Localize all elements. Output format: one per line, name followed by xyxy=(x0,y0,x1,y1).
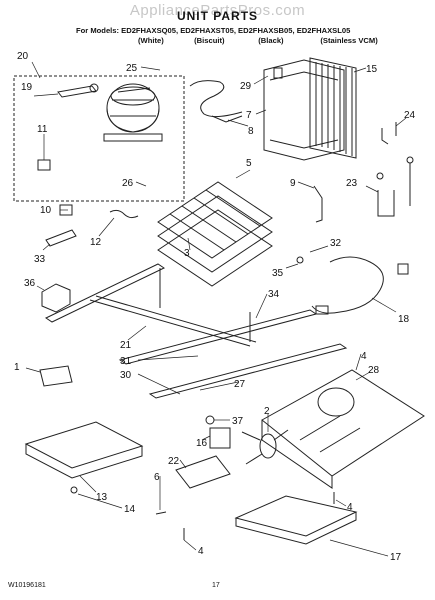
fan-blade-drawing xyxy=(241,429,289,465)
callout-4-bottom: 4 xyxy=(198,546,204,557)
wire-12-drawing xyxy=(109,209,139,219)
callout-26: 26 xyxy=(122,178,134,189)
callout-25: 25 xyxy=(126,63,138,74)
drain-tray-drawing xyxy=(234,495,358,545)
callout-17: 17 xyxy=(390,552,402,563)
callout-23: 23 xyxy=(346,178,358,189)
tube-drawing xyxy=(189,80,243,118)
drain-pan-drawing xyxy=(24,421,144,479)
callout-33: 33 xyxy=(34,254,46,265)
callout-4-upper: 4 xyxy=(361,351,367,362)
clip-drawing xyxy=(37,159,51,171)
watermark: AppliancePartsPros.com xyxy=(129,2,306,19)
condenser-coil-drawing xyxy=(157,181,273,287)
label-1-drawing xyxy=(39,365,73,387)
callout-27: 27 xyxy=(234,379,246,390)
callout-32: 32 xyxy=(330,238,342,249)
callout-29: 29 xyxy=(240,81,252,92)
callout-19: 19 xyxy=(21,82,33,93)
screw-6-drawing xyxy=(155,511,167,515)
clip-pair-drawing xyxy=(381,122,397,145)
callout-15: 15 xyxy=(366,64,378,75)
fan-bracket-drawing xyxy=(175,455,231,489)
page-number: 17 xyxy=(212,582,220,589)
callout-3: 3 xyxy=(184,248,190,259)
callout-1: 1 xyxy=(14,362,20,373)
callout-10: 10 xyxy=(40,205,52,216)
callout-20: 20 xyxy=(17,51,29,62)
callout-labels: 20 19 11 25 29 15 7 8 24 5 26 9 23 10 12… xyxy=(14,51,416,563)
callout-21: 21 xyxy=(120,340,132,351)
callout-28: 28 xyxy=(368,365,380,376)
callout-14: 14 xyxy=(124,504,136,515)
tube-9-drawing xyxy=(313,185,323,223)
callout-36: 36 xyxy=(24,278,36,289)
compressor-drawing xyxy=(103,83,163,142)
callout-16: 16 xyxy=(196,438,208,449)
document-number: W10196181 xyxy=(8,582,46,589)
tube-bracket-drawing xyxy=(211,115,243,123)
evaporator-cover-drawing xyxy=(263,59,345,161)
color-white: (White) xyxy=(138,36,164,45)
callout-22: 22 xyxy=(168,456,180,467)
bracket-33-drawing xyxy=(45,229,77,247)
frame-rails-drawing xyxy=(44,263,348,399)
callout-35: 35 xyxy=(272,268,284,279)
base-pan-drawing xyxy=(261,369,425,489)
drier-bracket-drawing xyxy=(377,190,395,217)
color-stainless: (Stainless VCM) xyxy=(320,36,378,45)
color-black: (Black) xyxy=(258,36,284,45)
models-line: For Models: ED2FHAXSQ05, ED2FHAXST05, ED… xyxy=(76,26,351,35)
callout-30: 30 xyxy=(120,370,132,381)
callout-13: 13 xyxy=(96,492,108,503)
callout-24: 24 xyxy=(404,110,416,121)
callout-6: 6 xyxy=(154,472,160,483)
fan-motor-drawing xyxy=(209,427,231,449)
callout-7: 7 xyxy=(246,110,252,121)
color-biscuit: (Biscuit) xyxy=(194,36,225,45)
callout-5: 5 xyxy=(246,158,252,169)
callout-12: 12 xyxy=(90,237,102,248)
callout-31: 31 xyxy=(120,356,132,367)
callout-18: 18 xyxy=(398,314,410,325)
relay-drawing xyxy=(57,83,99,98)
callout-8: 8 xyxy=(248,126,254,137)
callout-4-right: 4 xyxy=(347,502,353,513)
callout-2: 2 xyxy=(264,406,270,417)
condenser-drawing xyxy=(309,57,357,159)
callout-11: 11 xyxy=(37,124,48,135)
page-title: UNIT PARTS xyxy=(176,9,259,23)
color-variants: (White) (Biscuit) (Black) (Stainless VCM… xyxy=(138,36,378,45)
bracket-36-drawing xyxy=(41,283,71,313)
compressor-group-box xyxy=(13,75,185,202)
callout-37: 37 xyxy=(232,416,244,427)
callout-9: 9 xyxy=(290,178,296,189)
callout-34: 34 xyxy=(268,289,280,300)
harness-drawing xyxy=(311,256,384,314)
